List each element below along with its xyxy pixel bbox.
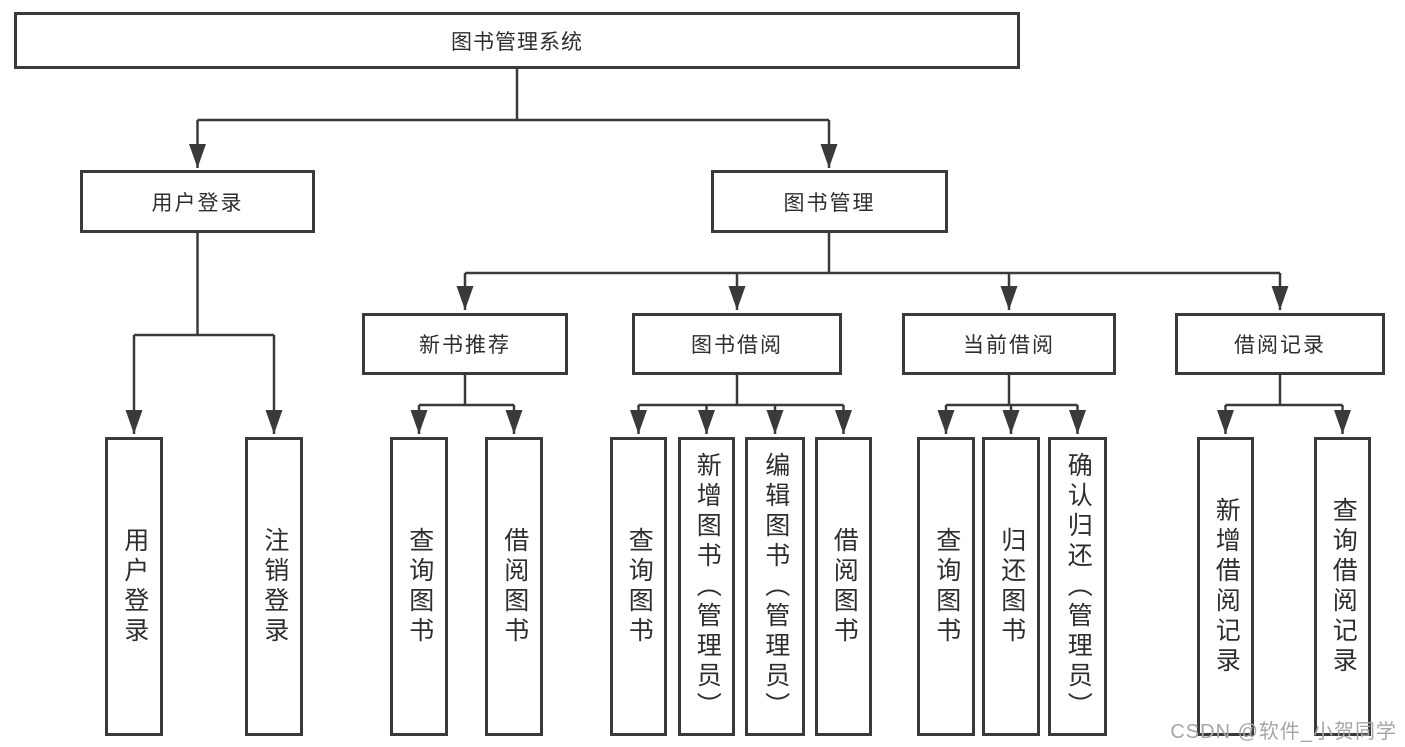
node-label: 确认归还（管理员） — [1064, 451, 1093, 722]
node-label: 借阅记录 — [1234, 334, 1326, 357]
node-book-management: 图书管理 — [711, 170, 948, 233]
leaf-return-books: 归还图书 — [982, 437, 1040, 736]
node-root-library-system: 图书管理系统 — [14, 12, 1020, 69]
node-borrow-records: 借阅记录 — [1175, 313, 1385, 375]
node-label: 用户登录 — [151, 191, 244, 215]
node-label: 编辑图书（管理员） — [761, 451, 790, 722]
tree-edges — [125, 69, 1351, 434]
node-book-borrow: 图书借阅 — [632, 313, 842, 375]
leaf-query-borrow-record: 查询借阅记录 — [1314, 437, 1371, 736]
leaf-query-books-borrow: 查询图书 — [610, 437, 667, 736]
node-label: 用户登录 — [120, 526, 149, 647]
leaf-add-borrow-record: 新增借阅记录 — [1197, 437, 1254, 736]
node-label: 新书推荐 — [419, 334, 511, 357]
node-user-login: 用户登录 — [80, 170, 315, 233]
node-label: 图书管理 — [783, 191, 876, 215]
node-label: 注销登录 — [260, 526, 289, 647]
node-label: 当前借阅 — [963, 334, 1055, 357]
node-label: 借阅图书 — [500, 526, 529, 647]
node-current-borrow: 当前借阅 — [902, 313, 1116, 375]
csdn-watermark: CSDN @软件_小贺同学 — [1170, 721, 1397, 743]
node-label: 查询图书 — [405, 526, 434, 647]
node-label: 查询借阅记录 — [1329, 496, 1358, 677]
node-label: 查询图书 — [625, 526, 654, 647]
node-label: 归还图书 — [997, 526, 1026, 647]
leaf-confirm-return-admin: 确认归还（管理员） — [1048, 437, 1107, 736]
node-label: 新增借阅记录 — [1212, 496, 1241, 677]
node-label: 新增图书（管理员） — [693, 451, 722, 722]
node-label: 查询图书 — [932, 526, 961, 647]
leaf-query-books-current: 查询图书 — [917, 437, 975, 736]
leaf-user-login: 用户登录 — [105, 437, 163, 736]
leaf-edit-books-admin: 编辑图书（管理员） — [745, 437, 805, 736]
node-label: 图书借阅 — [691, 334, 783, 357]
leaf-logout: 注销登录 — [245, 437, 303, 736]
leaf-query-books-recommend: 查询图书 — [390, 437, 448, 736]
leaf-borrow-books-recommend: 借阅图书 — [485, 437, 543, 736]
node-label: 图书管理系统 — [451, 30, 583, 54]
node-label: 借阅图书 — [830, 526, 859, 647]
leaf-borrow-books: 借阅图书 — [815, 437, 872, 736]
leaf-add-books-admin: 新增图书（管理员） — [678, 437, 735, 736]
node-new-book-recommend: 新书推荐 — [362, 313, 568, 375]
